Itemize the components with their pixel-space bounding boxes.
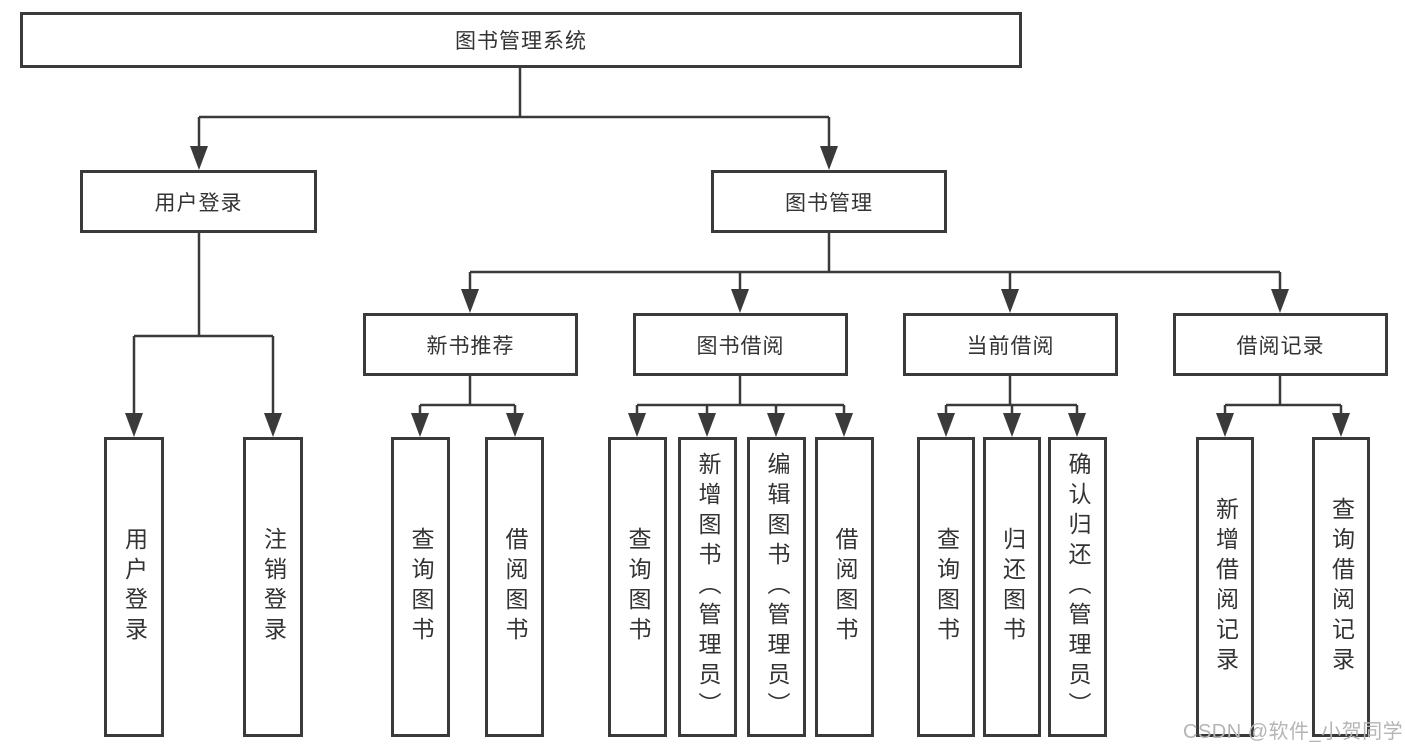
node-user-login-label: 用户登录: [154, 191, 243, 215]
node-book-management-label: 图书管理: [785, 191, 873, 215]
leaf-records-add-record-label: 新增借阅记录: [1212, 497, 1239, 677]
connector-book-management: [461, 233, 1289, 313]
leaf-newbook-borrow-books-label: 借阅图书: [502, 527, 528, 647]
csdn-watermark: CSDN @软件_小贺同学: [1183, 721, 1404, 743]
leaf-records-add-record: 新增借阅记录: [1196, 437, 1254, 737]
leaf-borrowing-edit-books-admin-label: 编辑图书（管理员）: [764, 452, 790, 722]
leaf-current-return-books-label: 归还图书: [999, 527, 1026, 647]
node-borrowing-records-label: 借阅记录: [1236, 334, 1325, 358]
leaf-logout-label: 注销登录: [260, 527, 287, 647]
node-book-borrowing: 图书借阅: [633, 313, 848, 376]
leaf-borrowing-borrow-books-label: 借阅图书: [832, 527, 858, 647]
node-library-system-label: 图书管理系统: [455, 30, 587, 53]
connector-new-book-recommend: [411, 376, 524, 437]
node-book-management: 图书管理: [711, 170, 947, 233]
node-library-system: 图书管理系统: [20, 12, 1022, 68]
leaf-borrowing-add-books-admin-label: 新增图书（管理员）: [695, 452, 721, 722]
leaf-current-confirm-return-admin-label: 确认归还（管理员）: [1065, 452, 1091, 722]
connector-borrowing-records: [1216, 376, 1350, 437]
node-current-borrowing-label: 当前借阅: [966, 334, 1055, 358]
leaf-current-query-books-label: 查询图书: [933, 527, 960, 647]
leaf-records-query-record-label: 查询借阅记录: [1328, 497, 1355, 677]
leaf-borrowing-query-books: 查询图书: [608, 437, 667, 737]
leaf-logout: 注销登录: [243, 437, 303, 737]
node-user-login: 用户登录: [80, 170, 317, 233]
connector-current-borrowing: [937, 376, 1086, 437]
leaf-borrowing-add-books-admin: 新增图书（管理员）: [678, 437, 737, 737]
connector-user-login: [125, 233, 282, 437]
leaf-newbook-query-books-label: 查询图书: [408, 527, 434, 647]
leaf-borrowing-borrow-books: 借阅图书: [815, 437, 874, 737]
node-borrowing-records: 借阅记录: [1173, 313, 1388, 376]
leaf-user-login-label: 用户登录: [121, 527, 148, 647]
node-new-book-recommend-label: 新书推荐: [426, 334, 515, 358]
leaf-borrowing-query-books-label: 查询图书: [625, 527, 651, 647]
node-current-borrowing: 当前借阅: [903, 313, 1118, 376]
node-book-borrowing-label: 图书借阅: [696, 334, 785, 358]
leaf-current-confirm-return-admin: 确认归还（管理员）: [1048, 437, 1107, 737]
leaf-borrowing-edit-books-admin: 编辑图书（管理员）: [747, 437, 806, 737]
leaf-newbook-query-books: 查询图书: [391, 437, 450, 737]
node-new-book-recommend: 新书推荐: [363, 313, 578, 376]
leaf-newbook-borrow-books: 借阅图书: [485, 437, 544, 737]
leaf-records-query-record: 查询借阅记录: [1312, 437, 1370, 737]
leaf-current-return-books: 归还图书: [983, 437, 1041, 737]
connector-root: [190, 68, 838, 170]
leaf-current-query-books: 查询图书: [917, 437, 975, 737]
leaf-user-login: 用户登录: [104, 437, 164, 737]
connector-book-borrowing: [628, 376, 853, 437]
